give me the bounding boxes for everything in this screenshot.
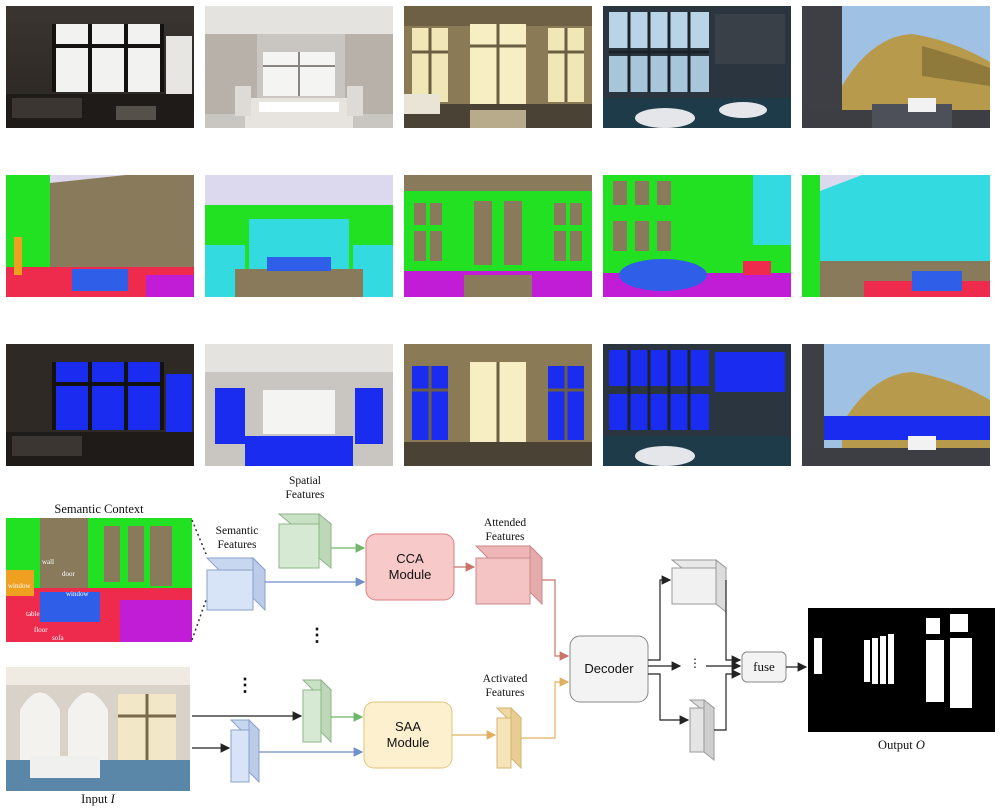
class-label-window-right: window [66, 590, 89, 598]
segmentation-map-1 [6, 175, 194, 297]
output-caption: Output O [878, 738, 925, 752]
input-photo-1 [6, 6, 194, 128]
segmentation-map-2 [205, 175, 393, 297]
segmentation-map-5 [802, 175, 990, 297]
semantic-branch-cube [229, 718, 261, 784]
input-photo-5 [802, 6, 990, 128]
segmentation-map-3 [404, 175, 592, 297]
class-label-door: door [62, 570, 75, 578]
architecture-diagram: Semantic Context wall door window window… [0, 470, 1000, 808]
class-label-window-left: window [8, 582, 31, 590]
decoder-to-bottom-cube-arrow [648, 673, 690, 725]
diagram-graphics [6, 512, 995, 791]
window-overlay-3 [404, 344, 592, 466]
segmentation-map-4 [603, 175, 791, 297]
attended-features-cube [474, 544, 544, 606]
output-mask [808, 608, 995, 732]
fuse-label: fuse [753, 659, 775, 674]
input-photo-4 [603, 6, 791, 128]
window-overlay-4 [603, 344, 791, 466]
decoder-output-cube-bottom [688, 698, 716, 762]
result-image-grid [6, 6, 990, 466]
window-overlay-5 [802, 344, 990, 466]
activated-to-decoder-arrow [521, 677, 570, 739]
decoder-box [569, 635, 649, 703]
class-label-floor: floor [34, 626, 48, 634]
class-label-wall: wall [42, 558, 55, 566]
decoder-output-cube-top [670, 558, 728, 614]
input-photo-2 [205, 6, 393, 128]
top-cube-to-fuse-arrow [725, 580, 742, 665]
bottom-cube-to-fuse-arrow [714, 669, 742, 731]
decoder-to-top-cube-arrow [648, 575, 672, 661]
input-image [6, 667, 190, 791]
class-label-table: table [26, 610, 40, 618]
window-overlay-2 [205, 344, 393, 466]
zoom-guide-lines [191, 519, 207, 641]
ellipsis-decoder-outputs: ⋮ [689, 656, 701, 670]
attended-to-decoder-arrow [542, 579, 570, 661]
window-overlay-1 [6, 344, 194, 466]
class-label-sofa: sofa [52, 634, 64, 642]
semantic-features-cube [205, 556, 267, 612]
decoder-label: Decoder [584, 661, 634, 676]
input-photo-3 [404, 6, 592, 128]
activated-features-cube [495, 706, 523, 770]
semantic-context-map [6, 518, 192, 642]
spatial-branch-cube [301, 678, 333, 744]
input-caption: Input I [81, 792, 115, 806]
ellipsis-feature-upper: ⋮ [308, 625, 326, 645]
semantic-context-title: Semantic Context [54, 502, 144, 516]
ellipsis-feature-lower: ⋮ [236, 675, 254, 695]
spatial-features-cube [277, 512, 333, 570]
